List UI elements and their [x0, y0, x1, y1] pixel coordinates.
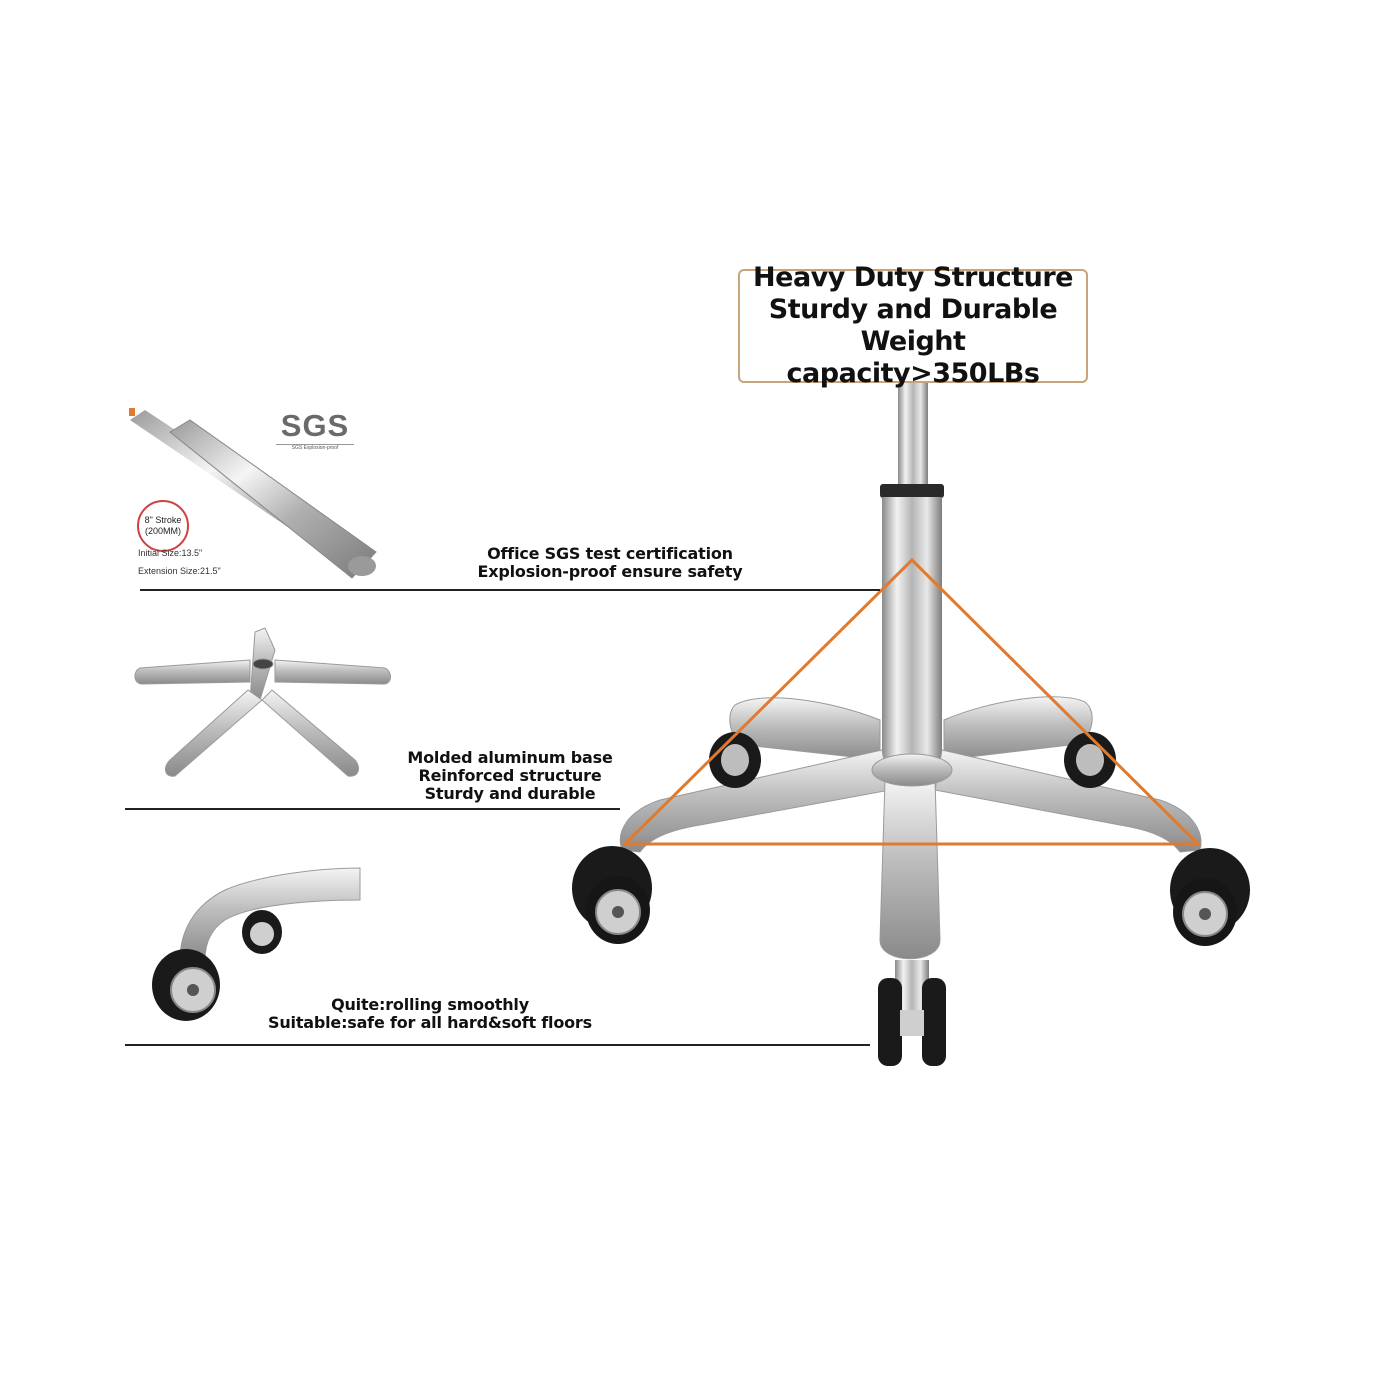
main-gas-lift-column	[880, 380, 944, 765]
caster-front-center	[878, 960, 946, 1066]
stroke-length-mm: (200MM)	[144, 526, 181, 536]
headline-line-1: Heavy Duty Structure	[753, 262, 1073, 293]
stroke-length: 8" Stroke	[144, 515, 182, 525]
base-caption: Molded aluminum base Reinforced structur…	[395, 749, 625, 803]
base-caption-line-2: Reinforced structure	[418, 766, 602, 785]
casters-caption-line-1: Quite:rolling smoothly	[331, 995, 529, 1014]
main-casters	[572, 732, 1250, 1066]
gas-lift-caption-line-1: Office SGS test certification	[487, 544, 733, 563]
stability-triangle	[621, 557, 1202, 846]
caster-back-left	[709, 732, 761, 788]
gas-lift-caption: Office SGS test certification Explosion-…	[470, 545, 750, 581]
caster-back-right	[1064, 732, 1116, 788]
sgs-logo-text: SGS	[280, 408, 350, 443]
headline-line-2: Sturdy and Durable	[768, 294, 1058, 325]
gas-lift-thumbnail	[129, 408, 377, 579]
caster-front-left	[572, 846, 652, 944]
gas-lift-caption-line-2: Explosion-proof ensure safety	[477, 562, 743, 581]
casters-caption: Quite:rolling smoothly Suitable:safe for…	[255, 996, 605, 1032]
headline-line-3: Weight capacity>350LBs	[786, 326, 1040, 389]
base-caption-line-3: Sturdy and durable	[424, 784, 596, 803]
casters-caption-line-2: Suitable:safe for all hard&soft floors	[268, 1013, 592, 1032]
stroke-badge: 8" Stroke (200MM)	[137, 500, 189, 552]
initial-size-note: Initial Size:13.5"	[138, 548, 203, 558]
sgs-logo: SGS SGS Explosion-proof	[270, 408, 360, 451]
caster-front-right	[1170, 848, 1250, 946]
base-caption-line-1: Molded aluminum base	[407, 748, 613, 767]
extension-size-note: Extension Size:21.5"	[138, 566, 221, 576]
aluminum-base-thumbnail	[134, 627, 391, 777]
sgs-logo-subtext: SGS Explosion-proof	[291, 445, 339, 451]
main-star-base	[619, 696, 1202, 960]
headline-box: Heavy Duty Structure Sturdy and Durable …	[738, 262, 1088, 389]
caster-thumbnail	[152, 867, 361, 1021]
